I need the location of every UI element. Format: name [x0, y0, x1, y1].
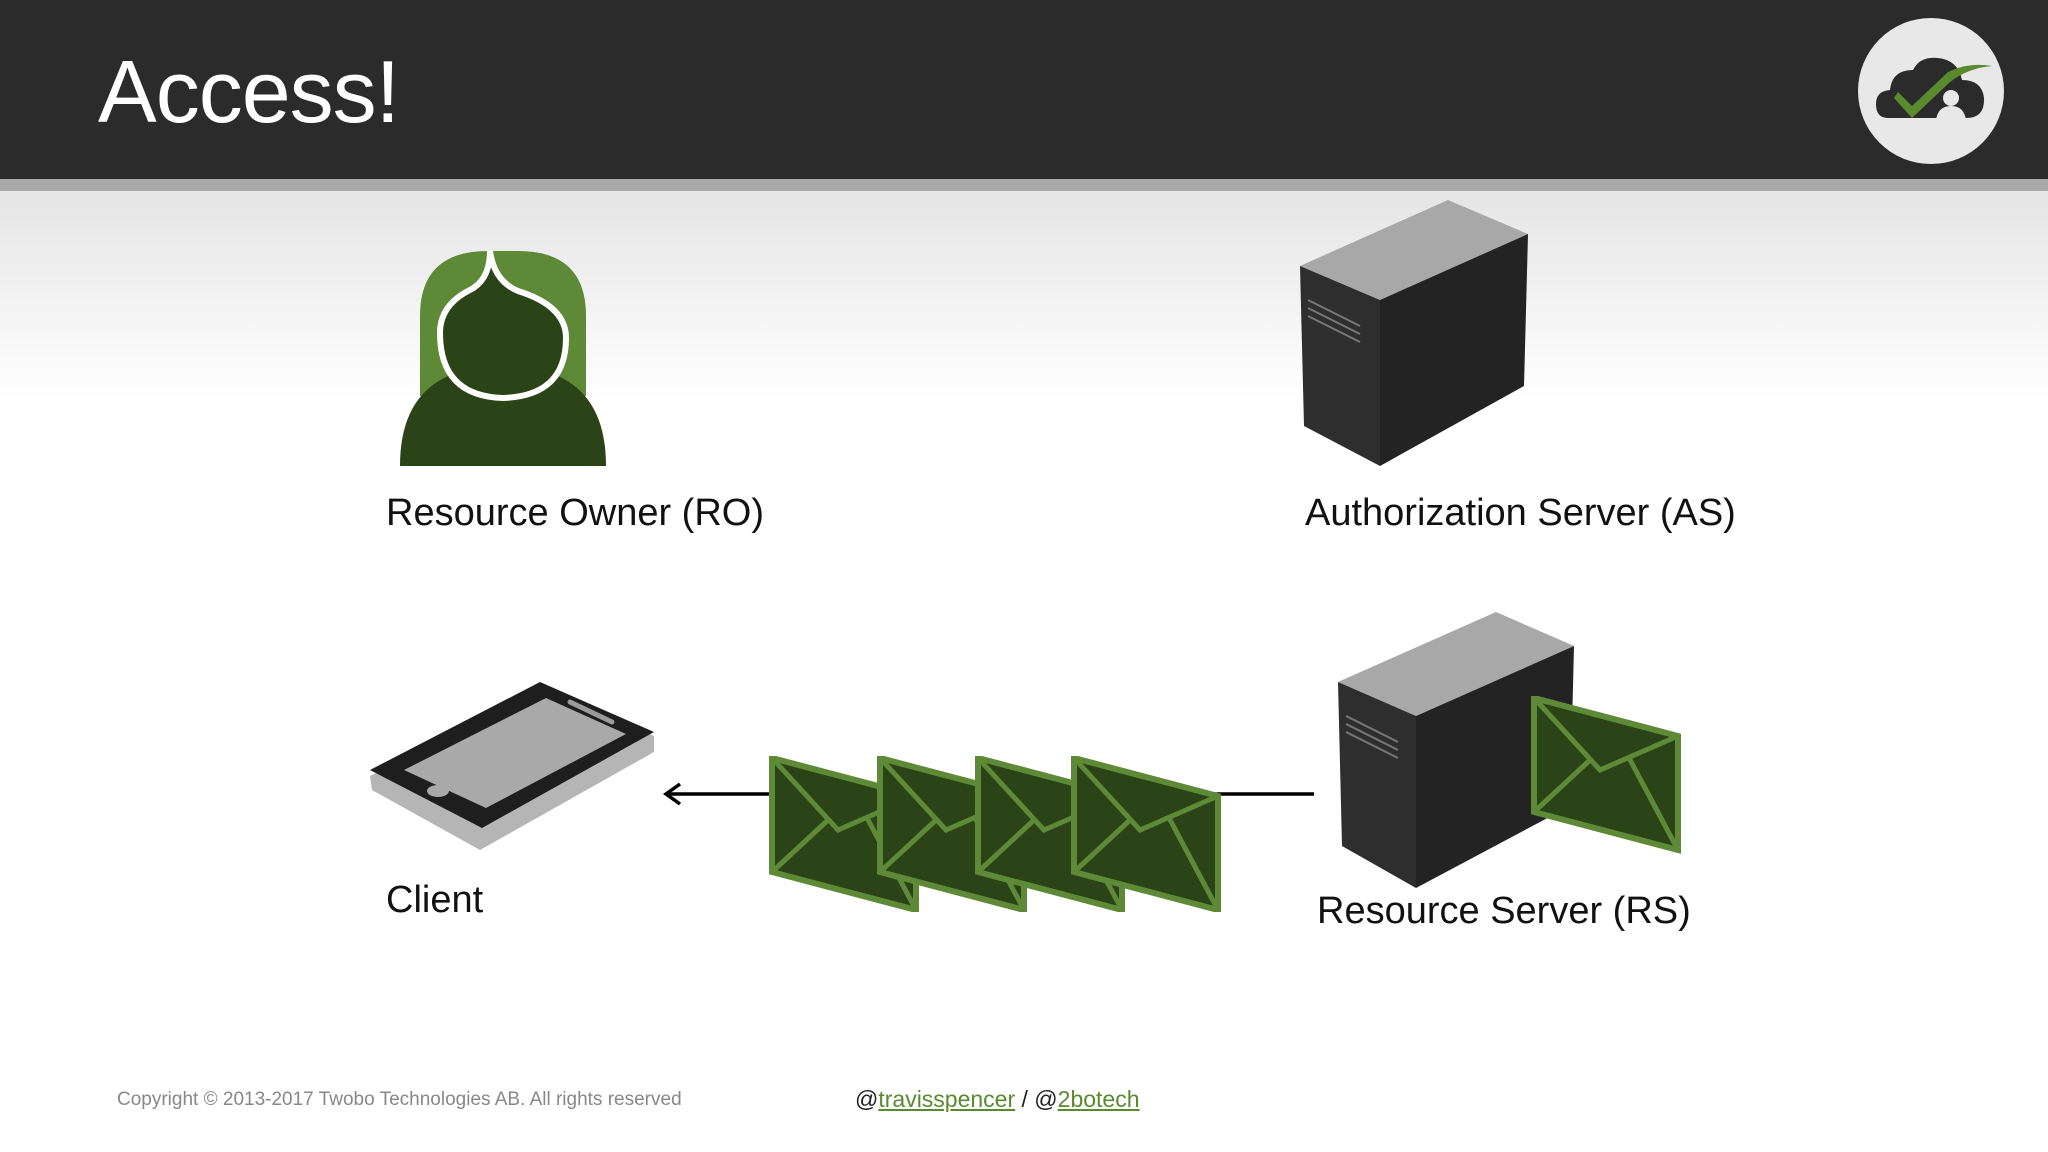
- header-divider: [0, 179, 2048, 191]
- resource-server-label: Resource Server (RS): [1317, 890, 1691, 932]
- envelope-icon: [1071, 756, 1221, 912]
- server-tower-icon: [1300, 200, 1528, 466]
- copyright-text: Copyright © 2013-2017 Twobo Technologies…: [117, 1089, 682, 1110]
- twitter-link-2botech[interactable]: 2botech: [1057, 1086, 1140, 1112]
- header-bar: [0, 0, 2048, 179]
- authorization-server-label: Authorization Server (AS): [1305, 492, 1736, 534]
- person-icon: [400, 250, 606, 466]
- handle-separator: / @: [1015, 1086, 1058, 1112]
- slide-title: Access!: [98, 42, 400, 141]
- at-sign: @: [855, 1086, 879, 1112]
- client-label: Client: [386, 879, 484, 921]
- tablet-icon: [370, 682, 654, 850]
- cloud-checkmark-logo-icon: [1858, 18, 2004, 164]
- resource-owner-label: Resource Owner (RO): [386, 492, 764, 534]
- envelope-icon: [1531, 696, 1681, 854]
- twitter-link-travisspencer[interactable]: travisspencer: [878, 1086, 1016, 1112]
- social-handles: @travisspencer / @2botech: [855, 1086, 1140, 1113]
